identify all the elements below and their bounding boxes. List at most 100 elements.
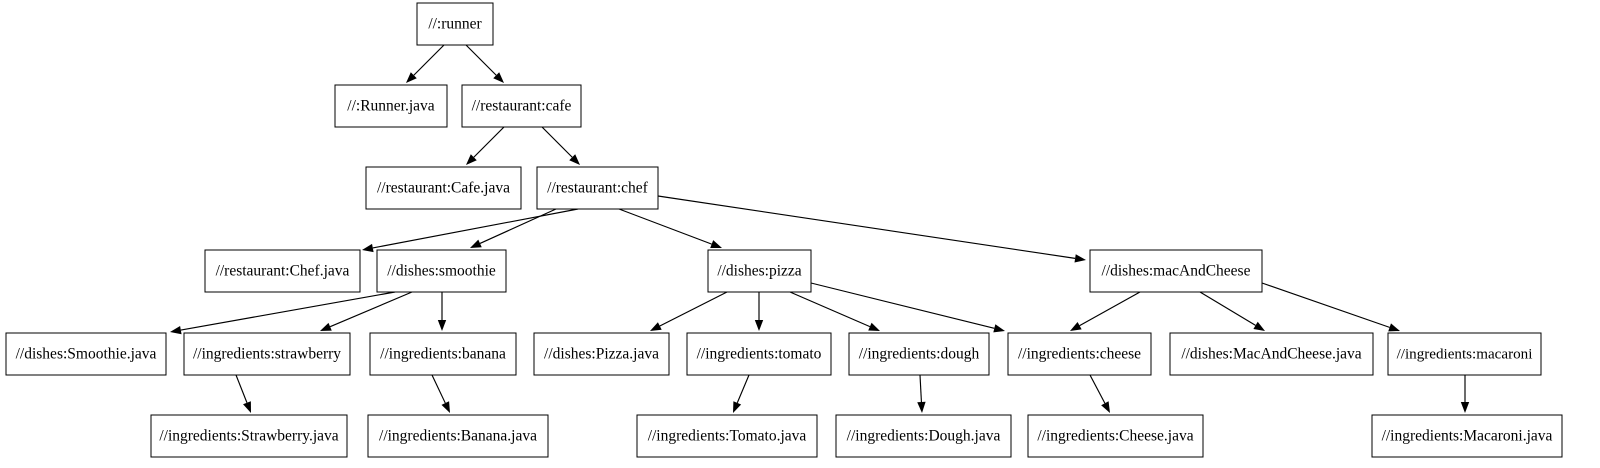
node-box[interactable] (1089, 249, 1263, 293)
node-label: //restaurant:chef (547, 180, 649, 197)
edge-arrowhead-icon (466, 154, 477, 165)
node-box[interactable] (686, 332, 832, 376)
graph-node[interactable]: //restaurant:chef (536, 166, 659, 210)
node-box[interactable] (461, 84, 582, 128)
edge-arrowhead-icon (868, 322, 880, 331)
node-box[interactable] (707, 249, 812, 293)
graph-node[interactable]: //ingredients:dough (848, 332, 990, 376)
graph-node[interactable]: //ingredients:Banana.java (367, 414, 549, 458)
edge-arrowhead-icon (1253, 321, 1265, 331)
graph-node[interactable]: //ingredients:Cheese.java (1027, 414, 1204, 458)
graph-edge (810, 282, 1005, 333)
node-label: //restaurant:Cafe.java (377, 180, 510, 197)
edge-arrowhead-icon (1460, 402, 1470, 413)
graph-node[interactable]: //dishes:Pizza.java (533, 332, 670, 376)
edge-arrowhead-icon (733, 401, 742, 413)
edge-arrowhead-icon (170, 325, 182, 335)
node-box[interactable] (636, 414, 818, 458)
graph-node[interactable]: //ingredients:Macaroni.java (1371, 414, 1563, 458)
node-box[interactable] (183, 332, 351, 376)
graph-node[interactable]: //ingredients:Strawberry.java (150, 414, 348, 458)
graph-node[interactable]: //ingredients:tomato (686, 332, 832, 376)
edge-line (1199, 291, 1256, 326)
graph-edge (1460, 375, 1470, 413)
graph-edge (362, 208, 579, 253)
node-box[interactable] (1387, 332, 1542, 376)
edge-arrowhead-icon (406, 72, 417, 83)
edge-arrowhead-icon (993, 324, 1005, 333)
edge-arrowhead-icon (754, 320, 764, 331)
graph-edge (170, 291, 396, 335)
node-box[interactable] (1371, 414, 1563, 458)
graph-edge (235, 374, 251, 413)
edges-layer (170, 44, 1470, 413)
node-box[interactable] (365, 166, 522, 210)
graph-node[interactable]: //restaurant:cafe (461, 84, 582, 128)
graph-node[interactable]: //restaurant:Cafe.java (365, 166, 522, 210)
node-box[interactable] (848, 332, 990, 376)
node-box[interactable] (1007, 332, 1152, 376)
node-box[interactable] (376, 249, 507, 293)
graph-node[interactable]: //dishes:Smoothie.java (5, 332, 167, 376)
node-label: //ingredients:Strawberry.java (159, 428, 338, 445)
graph-node[interactable]: //ingredients:macaroni (1387, 332, 1542, 376)
node-box[interactable] (1027, 414, 1204, 458)
edge-line (1089, 374, 1106, 404)
node-box[interactable] (835, 414, 1012, 458)
graph-edge (789, 291, 880, 331)
graph-node[interactable]: //ingredients:cheese (1007, 332, 1152, 376)
node-label: //ingredients:banana (380, 346, 506, 363)
graph-edge (465, 44, 504, 83)
edge-line (235, 374, 248, 403)
graph-node[interactable]: //ingredients:banana (369, 332, 517, 376)
graph-edge (754, 292, 764, 331)
edge-line (659, 291, 728, 327)
node-label: //ingredients:Banana.java (379, 428, 537, 445)
node-box[interactable] (416, 2, 494, 46)
graph-node[interactable]: //:runner (416, 2, 494, 46)
node-box[interactable] (5, 332, 167, 376)
graph-edge (437, 292, 447, 331)
node-label: //ingredients:Dough.java (847, 428, 1001, 445)
node-box[interactable] (536, 166, 659, 210)
node-label: //ingredients:Cheese.java (1037, 428, 1193, 445)
node-box[interactable] (369, 332, 517, 376)
graph-node[interactable]: //dishes:macAndCheese (1089, 249, 1263, 293)
graph-node[interactable]: //:Runner.java (334, 84, 448, 128)
edge-line (541, 126, 573, 158)
node-box[interactable] (204, 249, 361, 293)
edge-line (1079, 291, 1141, 327)
edge-arrowhead-icon (1388, 323, 1400, 332)
graph-node[interactable]: //ingredients:Tomato.java (636, 414, 818, 458)
node-label: //ingredients:Macaroni.java (1382, 428, 1553, 445)
edge-line (479, 208, 557, 244)
node-label: //:Runner.java (347, 98, 435, 115)
graph-edge (470, 208, 557, 248)
edge-line (329, 291, 413, 328)
node-box[interactable] (150, 414, 348, 458)
graph-node[interactable]: //ingredients:Dough.java (835, 414, 1012, 458)
edge-arrowhead-icon (437, 320, 447, 331)
node-label: //dishes:Smoothie.java (16, 346, 157, 363)
edge-line (180, 291, 396, 331)
graph-node[interactable]: //dishes:MacAndCheese.java (1169, 332, 1374, 376)
node-box[interactable] (533, 332, 670, 376)
edge-arrowhead-icon (650, 322, 662, 331)
node-label: //ingredients:tomato (697, 346, 822, 363)
graph-node[interactable]: //dishes:pizza (707, 249, 812, 293)
node-box[interactable] (367, 414, 549, 458)
graph-node[interactable]: //restaurant:Chef.java (204, 249, 361, 293)
node-label: //dishes:pizza (717, 263, 801, 280)
edge-line (919, 374, 922, 403)
node-label: //ingredients:Tomato.java (648, 428, 807, 445)
graph-edge (466, 126, 505, 165)
node-label: //:runner (428, 16, 482, 33)
graph-node[interactable]: //ingredients:strawberry (183, 332, 351, 376)
node-label: //dishes:MacAndCheese.java (1181, 346, 1361, 363)
edge-arrowhead-icon (917, 401, 926, 413)
edge-line (465, 44, 497, 76)
node-box[interactable] (334, 84, 448, 128)
graph-node[interactable]: //dishes:smoothie (376, 249, 507, 293)
node-box[interactable] (1169, 332, 1374, 376)
